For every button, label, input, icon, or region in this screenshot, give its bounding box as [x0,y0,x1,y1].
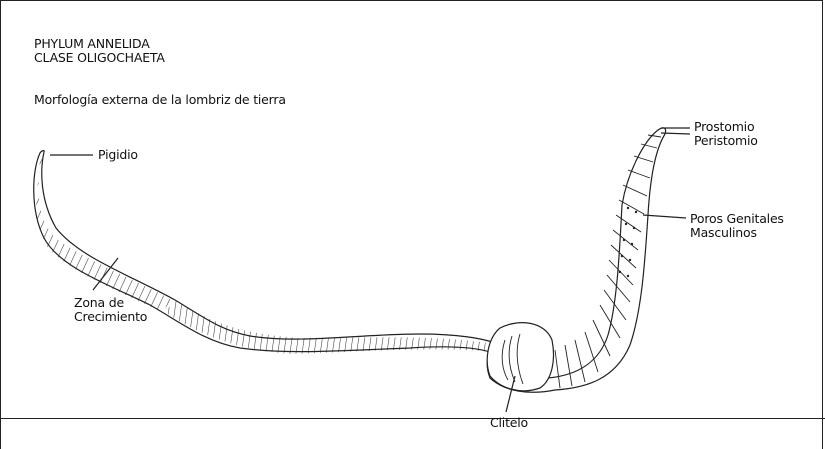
worm-body [34,128,666,392]
label-pigidio: Pigidio [98,148,138,162]
label-zona-line1: Zona de [74,296,124,310]
label-clitelo: Clitelo [490,416,528,430]
clitellum [487,323,553,391]
label-zona-line2: Crecimiento [74,310,147,324]
label-prostomio: Prostomio [694,120,754,134]
poros-leader [643,215,686,218]
label-poros-line1: Poros Genitales [690,212,784,226]
segment-rings-middle [165,300,500,354]
label-peristomio: Peristomio [694,134,758,148]
label-poros-line2: Masculinos [690,226,757,240]
